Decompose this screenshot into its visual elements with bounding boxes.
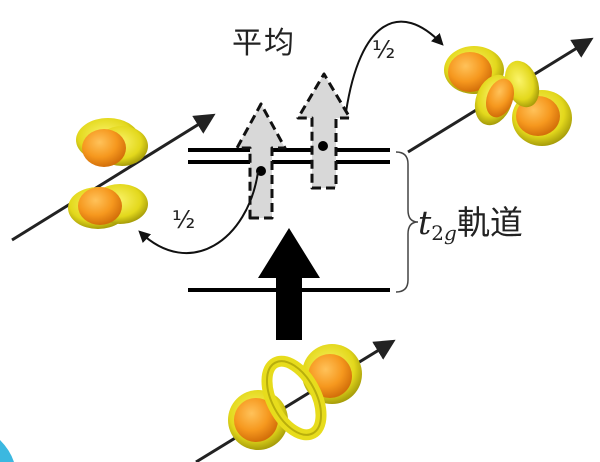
left-orbital: [11, 113, 216, 242]
corner-accent: [0, 440, 14, 462]
curve-arrow-left: [138, 171, 259, 254]
t2g-orbital-label: t2g軌道: [418, 196, 523, 245]
curve-arrow-top: [345, 20, 444, 113]
half-label-left: ½: [172, 206, 196, 234]
bottom-orbital: [195, 339, 396, 462]
orbital-t: t: [418, 203, 432, 242]
orbital-suffix: 軌道: [456, 203, 523, 242]
spin-arrow-right: [296, 72, 352, 190]
half-label-top: ½: [372, 36, 396, 64]
t2g-brace: [395, 151, 419, 293]
transition-arrow: [258, 228, 320, 340]
orbital-sub-g: g: [444, 221, 457, 245]
orbital-sub-2: 2: [431, 221, 444, 245]
right-orbital: [407, 37, 594, 154]
average-label: 平均: [232, 26, 296, 61]
